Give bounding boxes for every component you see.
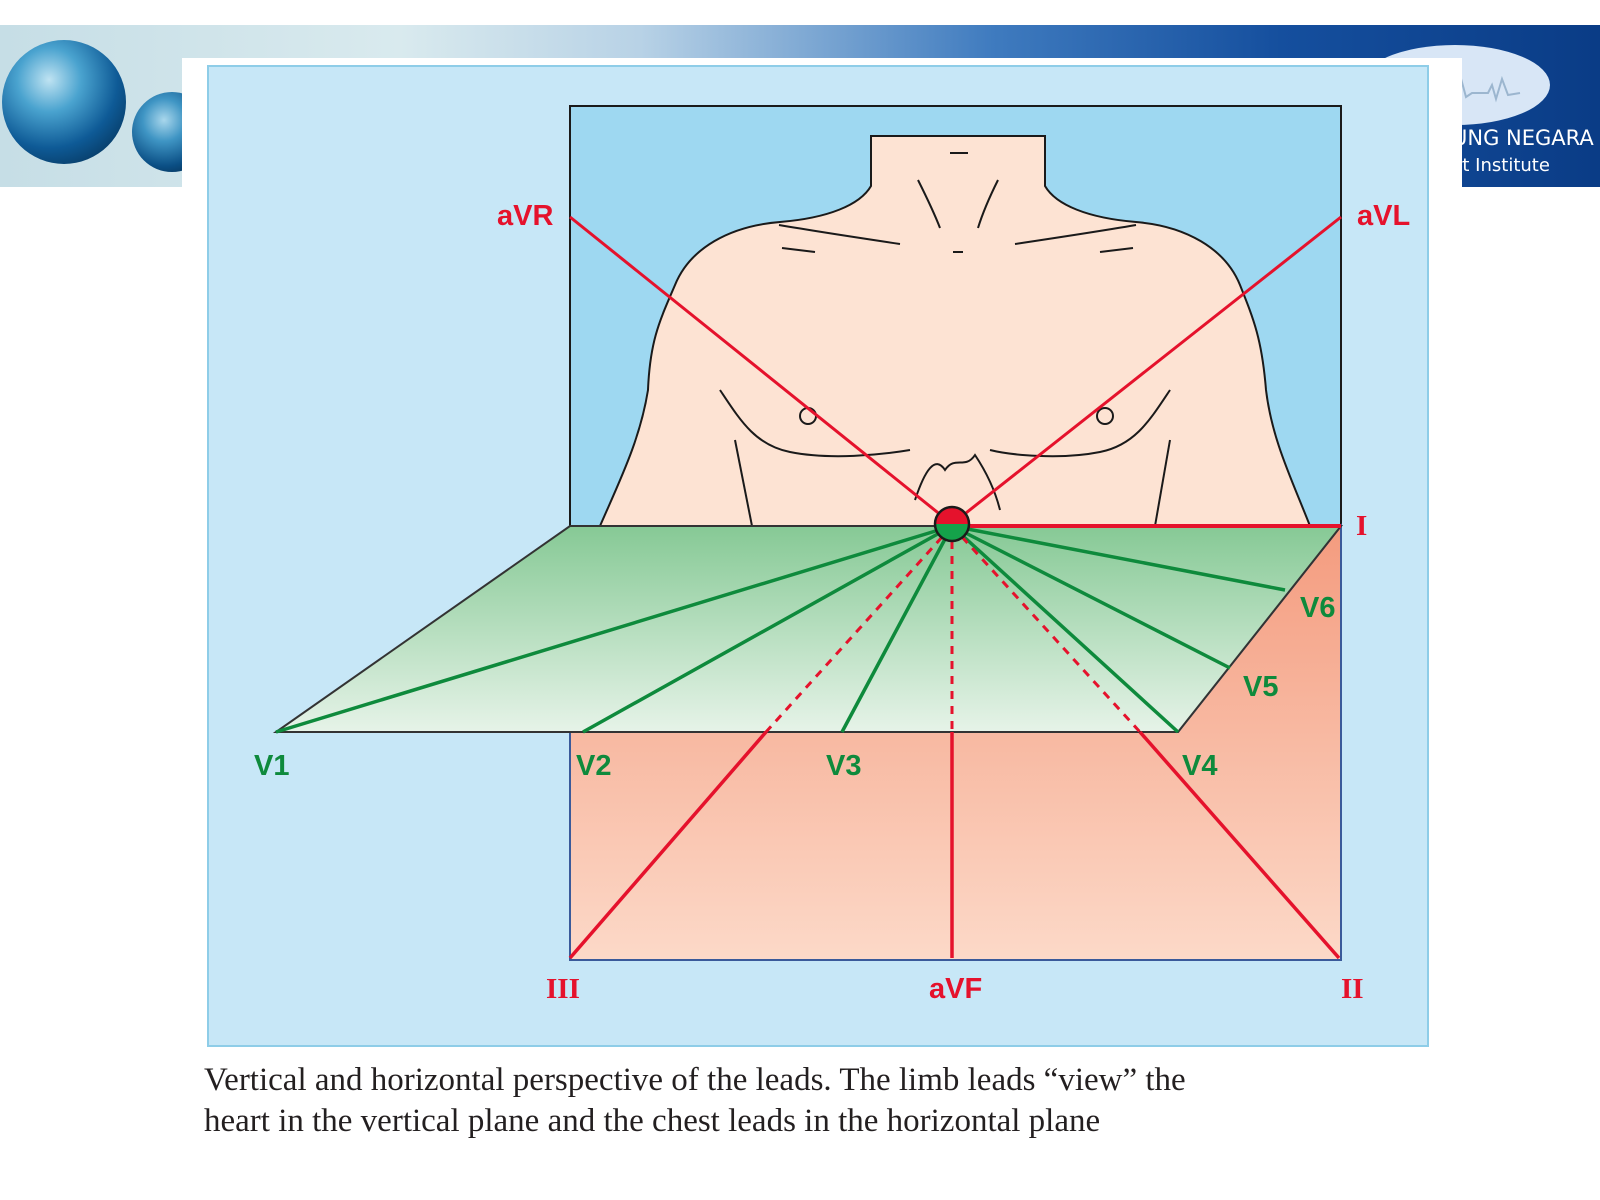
globe-logo-icon bbox=[2, 40, 126, 164]
label-v1: V1 bbox=[254, 750, 289, 782]
avr-lead-line bbox=[569, 215, 953, 526]
figure-caption: Vertical and horizontal perspective of t… bbox=[204, 1060, 1444, 1142]
label-v2: V2 bbox=[576, 750, 611, 782]
lead-ii-line bbox=[1138, 730, 1341, 960]
v3-lead-line bbox=[840, 525, 954, 733]
v4-lead-line bbox=[950, 524, 1180, 734]
v1-lead-line bbox=[275, 524, 953, 734]
label-v4: V4 bbox=[1182, 750, 1217, 782]
avl-lead-line bbox=[951, 215, 1342, 526]
caption-line-2: heart in the vertical plane and the ches… bbox=[204, 1103, 1101, 1139]
institute-subtitle: rt Institute bbox=[1455, 155, 1550, 176]
lead-iii-dashed bbox=[764, 524, 954, 734]
label-lead-iii: III bbox=[546, 973, 580, 1005]
label-avf: aVF bbox=[929, 973, 982, 1005]
slide-top-margin bbox=[0, 0, 1600, 25]
caption-line-1: Vertical and horizontal perspective of t… bbox=[204, 1062, 1186, 1098]
label-avl: aVL bbox=[1357, 200, 1410, 232]
v6-lead-line bbox=[951, 524, 1286, 592]
lead-ii-dashed bbox=[950, 524, 1142, 734]
v2-lead-line bbox=[582, 524, 953, 734]
heart-center-marker bbox=[933, 505, 971, 543]
label-v3: V3 bbox=[826, 750, 861, 782]
institute-name: UNG NEGARA bbox=[1452, 126, 1594, 150]
label-v6: V6 bbox=[1300, 592, 1335, 624]
v5-lead-line bbox=[951, 524, 1231, 670]
label-avr: aVR bbox=[497, 200, 553, 232]
label-lead-i: I bbox=[1356, 510, 1367, 542]
label-lead-ii: II bbox=[1341, 973, 1364, 1005]
lead-iii-line bbox=[568, 730, 768, 960]
label-v5: V5 bbox=[1243, 671, 1278, 703]
